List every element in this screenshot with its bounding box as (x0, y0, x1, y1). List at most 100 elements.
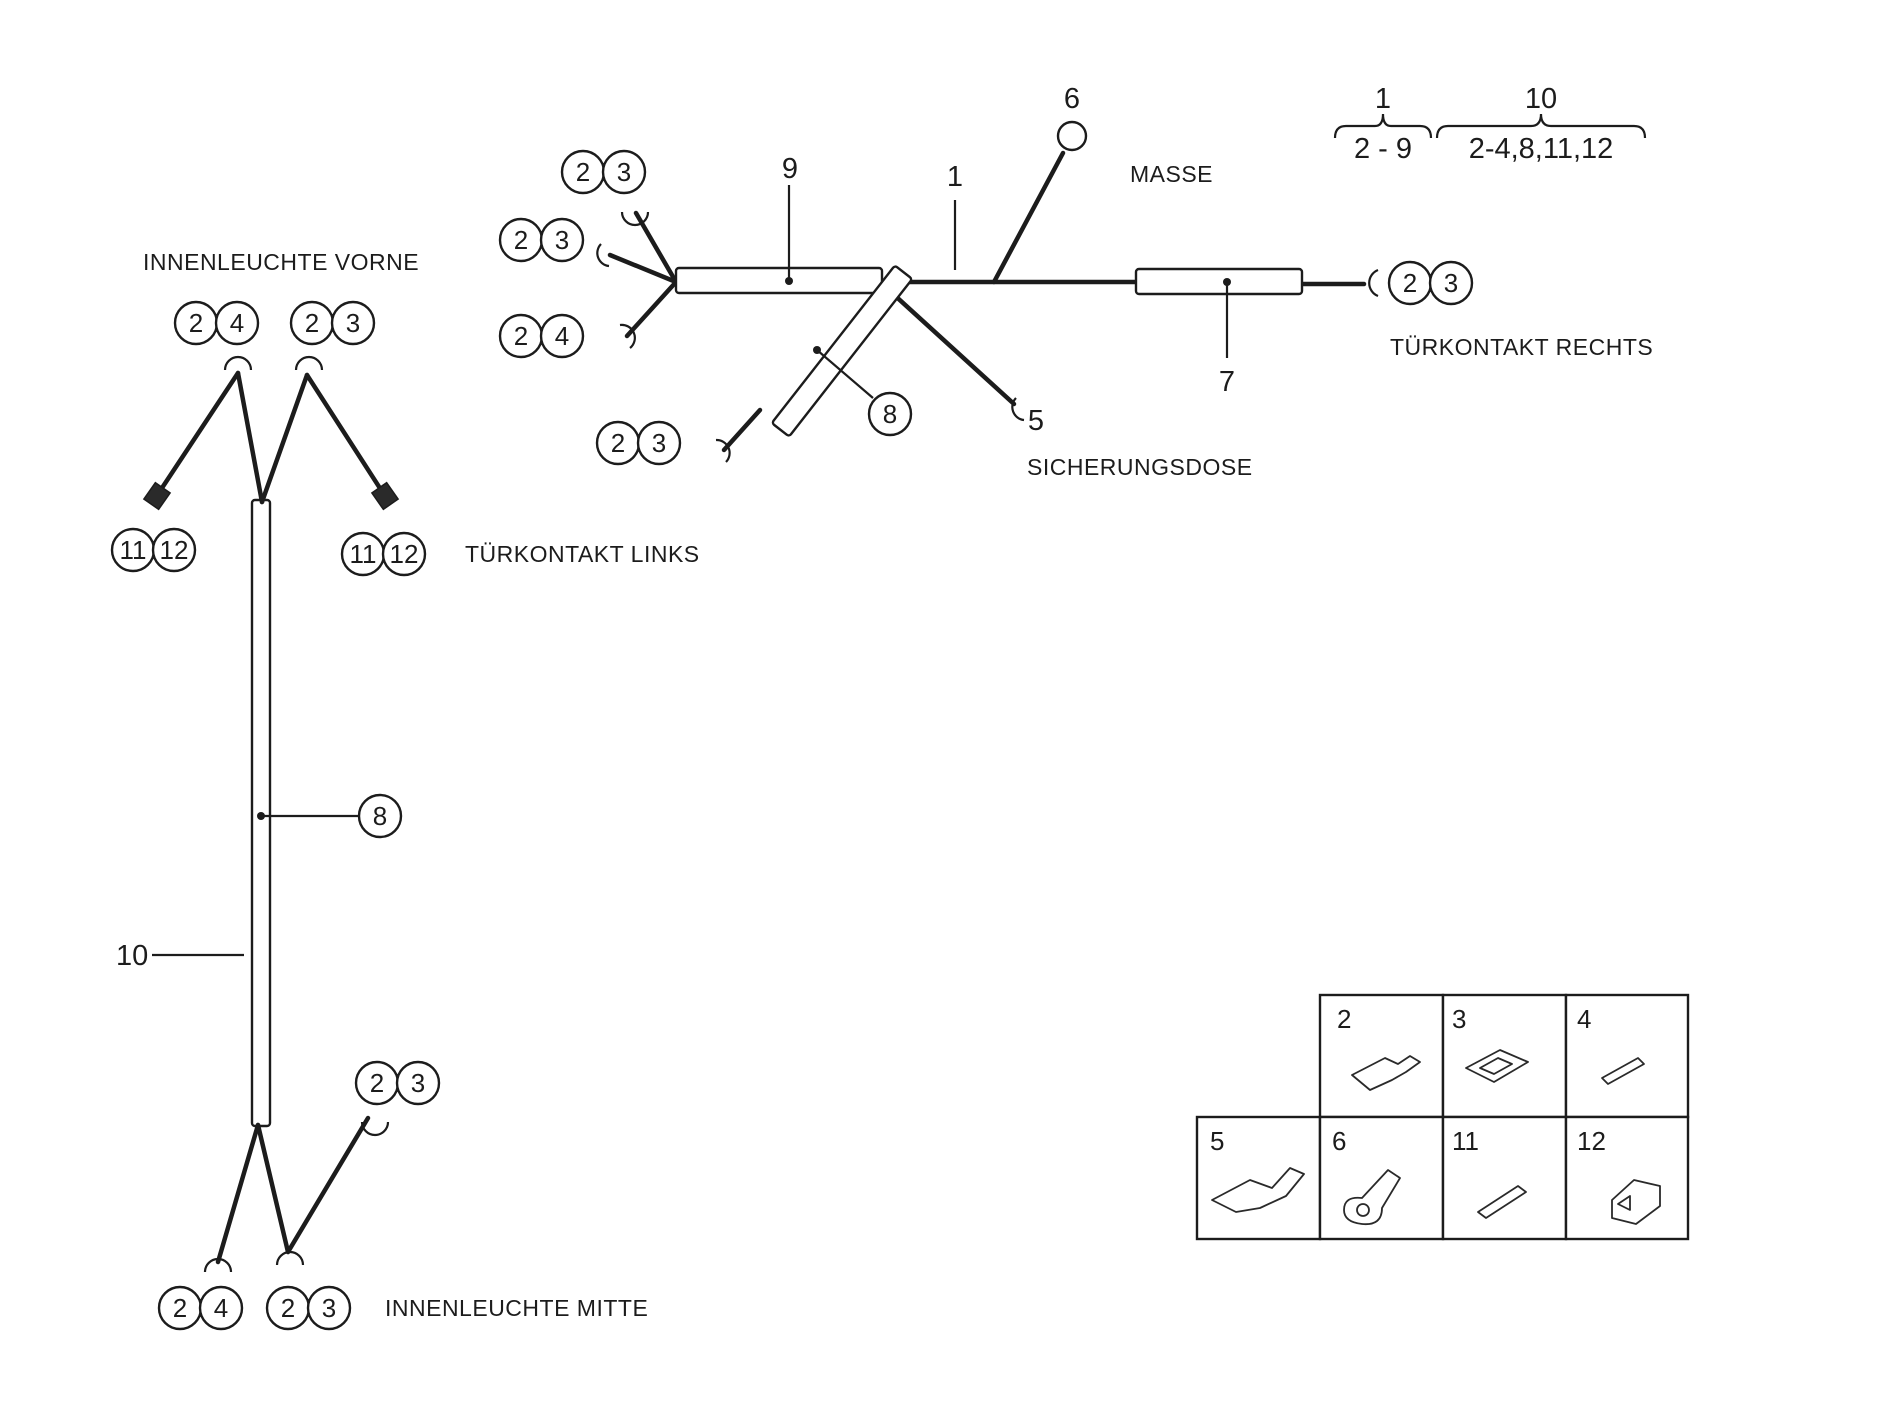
main-harness (607, 120, 1367, 453)
plug-connector-icon (370, 481, 400, 511)
wire (285, 1115, 371, 1255)
ground-6-number: 6 (1064, 83, 1080, 115)
wire (633, 210, 679, 285)
wire (259, 372, 310, 505)
sleeve-9-number: 9 (782, 153, 798, 185)
connector-ref-pair: 2 3 (265, 1285, 352, 1331)
connector-ref-pair: 2 3 (498, 217, 585, 263)
label-tuerkontakt-links: TÜRKONTAKT LINKS (465, 541, 700, 567)
wire (215, 1122, 261, 1265)
wire (624, 279, 679, 339)
callout-leader (816, 349, 874, 399)
parts-cell-number: 11 (1452, 1126, 1479, 1156)
terminal-hook-icon (360, 1121, 390, 1137)
ring-terminal-icon (1056, 120, 1088, 152)
parts-cell (1564, 1115, 1690, 1241)
flat-terminal-icon (1351, 1055, 1421, 1091)
label-masse: MASSE (1130, 161, 1213, 187)
connector-ref: 3 (322, 1293, 336, 1323)
connector-ref-pair: 2 3 (560, 149, 647, 195)
branch-callout-number: 8 (883, 399, 897, 429)
legend-group-number: 1 (1375, 83, 1391, 115)
wire (255, 1122, 291, 1255)
wire (721, 407, 763, 453)
connector-ref: 4 (555, 321, 569, 351)
terminal-hook-icon (1011, 397, 1025, 422)
harness-sleeve-right (1134, 267, 1304, 296)
connector-ref-pair: 2 3 (1387, 260, 1474, 306)
parts-cell-number: 5 (1210, 1126, 1224, 1156)
parts-cell-number: 4 (1577, 1004, 1591, 1034)
legend-group-1: 1 2 - 9 (1333, 83, 1433, 165)
connector-ref: 3 (555, 225, 569, 255)
legend-group-range: 2-4,8,11,12 (1469, 133, 1614, 165)
harness-10-number: 10 (116, 940, 148, 972)
connector-ref: 2 (576, 157, 590, 187)
wire (607, 252, 679, 285)
parts-cell-number: 3 (1452, 1004, 1466, 1034)
wire (304, 372, 388, 499)
connector-ref-pair: 2 4 (498, 313, 585, 359)
legend-group-range: 2 - 9 (1354, 133, 1412, 165)
connector-ref: 12 (160, 535, 189, 565)
connector-ref: 11 (350, 539, 377, 569)
flat-terminal-icon (1211, 1167, 1305, 1213)
connector-ref: 2 (1403, 268, 1417, 298)
wire (155, 370, 241, 497)
connector-ref-pair: 2 4 (173, 300, 260, 346)
connector-ref: 2 (189, 308, 203, 338)
connector-ref: 4 (230, 308, 244, 338)
legend-group-number: 10 (1525, 83, 1557, 115)
sleeve-callout-circle (357, 793, 403, 839)
label-sicherungsdose: SICHERUNGSDOSE (1027, 454, 1253, 480)
parts-table: 2 3 4 5 6 11 12 (1195, 993, 1690, 1241)
harness-sleeve-branch (771, 265, 913, 437)
ring-terminal-icon (1356, 1203, 1370, 1217)
connector-ref-pair: 2 3 (289, 300, 376, 346)
harness-sleeve-left (674, 266, 884, 295)
connector-ref: 3 (652, 428, 666, 458)
terminal-hook-icon (203, 1257, 233, 1273)
harness-1-number: 1 (947, 161, 963, 193)
fuse-5-number: 5 (1028, 405, 1044, 437)
terminal-hook-icon (620, 211, 650, 227)
connector-ref-pair: 2 3 (595, 420, 682, 466)
connector-ref: 11 (120, 535, 147, 565)
connector-ref: 2 (514, 321, 528, 351)
connector-ref-pair: 2 4 (157, 1285, 244, 1331)
sleeve-callout-number: 8 (373, 801, 387, 831)
connector-ref-pair: 11 12 (340, 531, 427, 577)
brace-icon (1435, 113, 1647, 139)
connector-ref: 2 (281, 1293, 295, 1323)
connector-ref: 3 (617, 157, 631, 187)
label-innenleuchte-mitte: INNENLEUCHTE MITTE (385, 1295, 648, 1321)
connector-ref: 2 (370, 1068, 384, 1098)
connector-ref: 2 (611, 428, 625, 458)
branch-callout-circle (867, 391, 913, 437)
sleeve-7-number: 7 (1219, 366, 1235, 398)
connector-ref: 12 (390, 539, 419, 569)
terminal-hook-icon (294, 355, 324, 371)
brace-icon (1333, 113, 1433, 139)
connector-ref: 3 (411, 1068, 425, 1098)
plug-connector-icon (1465, 1049, 1529, 1083)
label-tuerkontakt-rechts: TÜRKONTAKT RECHTS (1390, 334, 1653, 360)
parts-cell-number: 12 (1577, 1126, 1606, 1156)
parts-cell (1564, 993, 1690, 1119)
parts-cell-number: 2 (1337, 1004, 1351, 1034)
plug-connector-icon (142, 481, 172, 511)
connector-ref: 3 (1444, 268, 1458, 298)
ground-wire (991, 150, 1066, 285)
plug-connector-icon (1611, 1179, 1661, 1225)
parts-cell (1441, 1115, 1568, 1241)
wire (235, 370, 265, 505)
connector-ref: 4 (214, 1293, 228, 1323)
parts-cell-number: 6 (1332, 1126, 1346, 1156)
pin-terminal-icon (1601, 1057, 1645, 1085)
pin-terminal-icon (1477, 1185, 1527, 1219)
label-innenleuchte-vorne: INNENLEUCHTE VORNE (143, 249, 419, 275)
terminal-hook-icon (223, 355, 253, 371)
connector-ref-pair: 11 12 (110, 527, 197, 573)
terminal-hook-icon (596, 243, 610, 268)
terminal-hook-icon (1368, 268, 1379, 298)
